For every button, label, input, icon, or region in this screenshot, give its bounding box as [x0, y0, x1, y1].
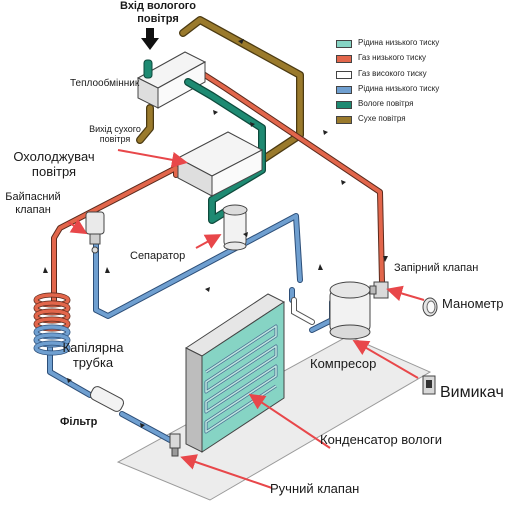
legend-label: Вологе повітря — [358, 99, 414, 109]
bypass-valve-unit — [85, 211, 105, 254]
legend-label: Газ високого тиску — [358, 68, 427, 78]
air-cooler-label: Охолоджувач повітря — [2, 149, 106, 180]
legend-swatch — [336, 40, 352, 48]
moisture-condenser-label: Конденсатор вологи — [320, 432, 442, 447]
low-pressure-gas-pipe — [51, 69, 385, 303]
shutoff-valve-label: Запірний клапан — [394, 262, 479, 274]
inlet-arrow-icon — [141, 28, 159, 50]
wet-air-inlet-label-line1: Вхід вологого — [120, 0, 196, 12]
switch-unit — [422, 375, 436, 395]
separator-unit — [222, 204, 248, 251]
legend-swatch — [336, 101, 352, 110]
legend-label: Газ низького тиску — [358, 53, 427, 63]
compressor-unit — [329, 281, 371, 340]
flow-arrows — [43, 39, 388, 428]
dry-air-outlet-label: Вихід сухого повітря — [80, 124, 150, 145]
bypass-valve-label: Байпасний клапан — [0, 191, 66, 216]
legend-swatch — [336, 116, 352, 125]
manual-valve-label: Ручний клапан — [270, 481, 360, 496]
dry-air-outlet-label-line2: повітря — [99, 134, 131, 145]
wet-air-inlet-label-line2: повітря — [137, 12, 179, 25]
dry-air-outlet-label-line1: Вихід сухого — [89, 124, 141, 134]
high-pressure-gas-pipe — [291, 297, 315, 325]
legend-swatch — [336, 55, 352, 64]
filter-label: Фільтр — [60, 416, 98, 428]
pressure-gauge-unit — [422, 297, 438, 317]
compressor-label: Компресор — [310, 356, 377, 371]
heat-exchanger-unit — [136, 51, 207, 109]
moisture-condenser-unit — [185, 293, 285, 453]
bypass-valve-label-line1: Байпасний — [5, 191, 61, 203]
legend-swatch — [336, 70, 352, 79]
legend-label: Рідина низького тиску — [358, 38, 440, 47]
heat-exchanger-label: Теплообмінник — [70, 78, 140, 89]
filter-unit — [89, 386, 125, 412]
capillary-coil — [33, 292, 71, 356]
switch-label: Вимикач — [440, 384, 504, 401]
legend-label: Сухе повітря — [358, 114, 406, 124]
legend-label: Рідина низького тиску — [358, 83, 440, 93]
air-cooler-label-line2: повітря — [31, 163, 77, 179]
capillary-tube-label: Капілярна трубка — [60, 340, 126, 371]
capillary-tube-label-line1: Капілярна — [62, 340, 124, 355]
manual-valve-unit — [169, 433, 181, 457]
shutoff-valve-unit — [369, 281, 389, 299]
pressure-gauge-label: Манометр — [442, 296, 504, 311]
separator-label: Сепаратор — [130, 250, 186, 262]
bypass-valve-label-line2: клапан — [15, 203, 51, 216]
capillary-tube-label-line2: трубка — [72, 354, 114, 370]
air-cooler-unit — [176, 131, 264, 197]
wet-air-inlet-label: Вхід вологого повітря — [108, 0, 208, 25]
pointer-arrows — [67, 149, 425, 489]
legend-swatch — [336, 85, 352, 94]
air-cooler-label-line1: Охолоджувач — [13, 149, 95, 164]
